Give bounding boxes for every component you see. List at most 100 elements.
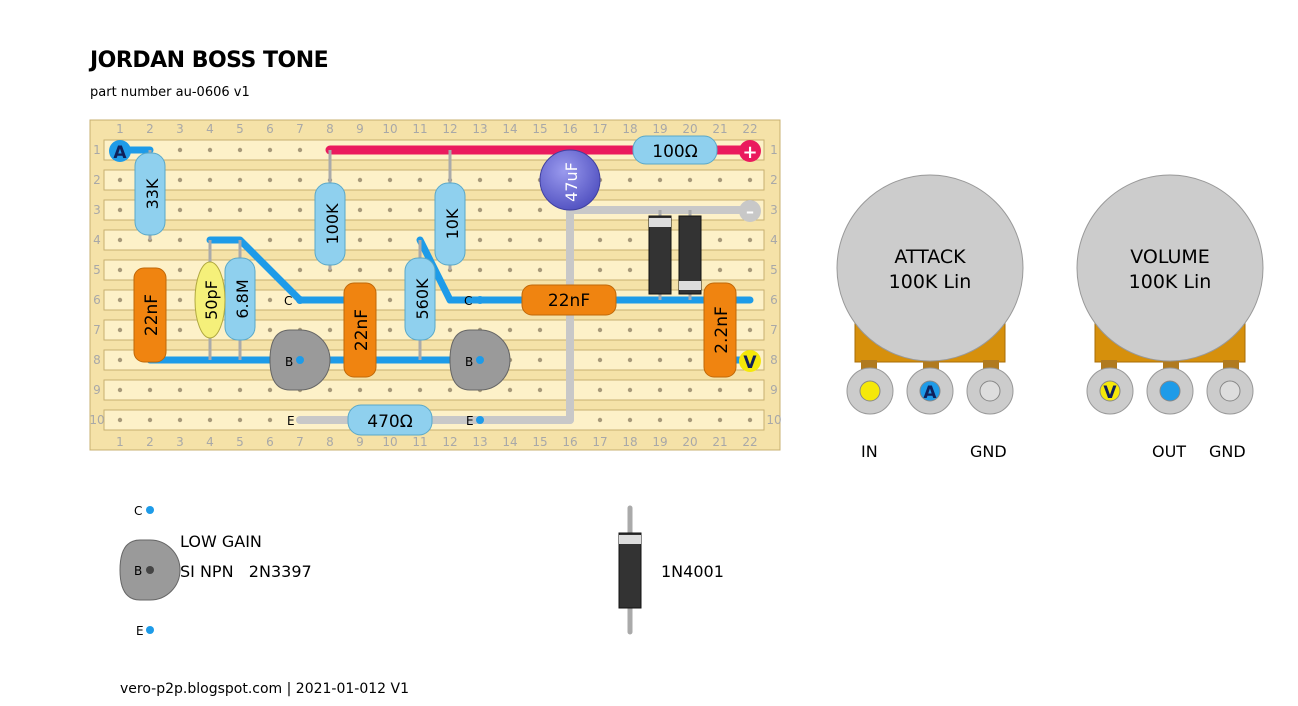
- board-hole: [537, 207, 543, 213]
- board-hole: [717, 177, 723, 183]
- board-hole: [537, 357, 543, 363]
- board-hole: [387, 177, 393, 183]
- column-number: 4: [206, 122, 214, 136]
- board-hole: [747, 267, 753, 273]
- board-hole: [177, 297, 183, 303]
- board-hole: [447, 327, 453, 333]
- board-hole: [237, 387, 243, 393]
- q2-emitter-label: E: [466, 414, 474, 428]
- board-hole: [597, 237, 603, 243]
- column-number: 18: [622, 435, 637, 449]
- pot-attack: ATTACK 100K Lin A: [836, 174, 1024, 415]
- board-hole: [327, 387, 333, 393]
- board-hole: [177, 237, 183, 243]
- board-hole: [267, 387, 273, 393]
- board-hole: [507, 237, 513, 243]
- row-number: 1: [93, 143, 101, 157]
- column-number: 17: [592, 122, 607, 136]
- board-hole: [717, 387, 723, 393]
- board-hole: [627, 177, 633, 183]
- row-number: 6: [770, 293, 778, 307]
- board-hole: [627, 357, 633, 363]
- board-hole: [207, 387, 213, 393]
- capacitor-22nf-right: 22nF: [521, 284, 617, 316]
- capacitor-22nf-left-label: 22nF: [142, 294, 162, 336]
- column-number: 15: [532, 122, 547, 136]
- column-number: 1: [116, 122, 124, 136]
- column-number: 9: [356, 122, 364, 136]
- row-number: 2: [93, 173, 101, 187]
- board-hole: [687, 327, 693, 333]
- column-number: 5: [236, 435, 244, 449]
- board-hole: [627, 237, 633, 243]
- column-number: 2: [146, 122, 154, 136]
- column-number: 1: [116, 435, 124, 449]
- row-number: 8: [93, 353, 101, 367]
- row-number: 6: [93, 293, 101, 307]
- row-number: 3: [770, 203, 778, 217]
- board-hole: [117, 267, 123, 273]
- resistor-100k-label: 100K: [323, 203, 342, 245]
- column-number: 17: [592, 435, 607, 449]
- board-hole: [597, 327, 603, 333]
- board-hole: [657, 177, 663, 183]
- column-number: 12: [442, 122, 457, 136]
- diode-left: [648, 215, 672, 295]
- board-hole: [357, 177, 363, 183]
- legend-collector-label: C: [134, 504, 142, 518]
- board-hole: [177, 207, 183, 213]
- board-hole: [477, 177, 483, 183]
- resistor-470: 470Ω: [347, 404, 433, 436]
- board-hole: [207, 147, 213, 153]
- board-hole: [687, 177, 693, 183]
- pot-volume: VOLUME 100K Lin V: [1076, 174, 1264, 415]
- resistor-6m8: 6.8M: [224, 257, 256, 341]
- board-hole: [687, 357, 693, 363]
- board-hole: [297, 207, 303, 213]
- legend-base-label: B: [134, 564, 142, 578]
- row-number: 7: [93, 323, 101, 337]
- board-hole: [177, 417, 183, 423]
- board-hole: [507, 327, 513, 333]
- row-number: 4: [770, 233, 778, 247]
- column-number: 10: [382, 435, 397, 449]
- svg-text:V: V: [743, 353, 757, 373]
- board-hole: [117, 387, 123, 393]
- capacitor-47uf: 47uF: [539, 149, 601, 211]
- row-number: 3: [93, 203, 101, 217]
- board-hole: [387, 327, 393, 333]
- column-number: 19: [652, 122, 667, 136]
- board-hole: [747, 417, 753, 423]
- board-hole: [117, 327, 123, 333]
- board-hole: [237, 147, 243, 153]
- resistor-100: 100Ω: [632, 135, 718, 165]
- q1-collector-label: C: [284, 294, 292, 308]
- board-hole: [747, 237, 753, 243]
- board-hole: [327, 327, 333, 333]
- column-number: 22: [742, 122, 757, 136]
- legend-diode: [618, 505, 642, 635]
- board-hole: [387, 207, 393, 213]
- page-subtitle: part number au-0606 v1: [90, 85, 250, 100]
- resistor-100k: 100K: [314, 182, 346, 266]
- pot-volume-lug-out-label: OUT: [1152, 442, 1187, 461]
- column-number: 22: [742, 435, 757, 449]
- board-hole: [267, 207, 273, 213]
- column-number: 8: [326, 122, 334, 136]
- column-number: 14: [502, 122, 517, 136]
- board-hole: [597, 357, 603, 363]
- row-number: 10: [89, 413, 104, 427]
- q2-collector-label: C: [464, 294, 472, 308]
- svg-text:V: V: [1103, 383, 1117, 403]
- row-number: 9: [93, 383, 101, 397]
- diode-right: [678, 215, 702, 295]
- board-hole: [477, 207, 483, 213]
- legend-transistor-gain: LOW GAIN: [180, 532, 262, 551]
- capacitor-22nf-mid-label: 22nF: [352, 309, 372, 351]
- column-number: 6: [266, 122, 274, 136]
- svg-text:–: –: [746, 202, 754, 221]
- board-hole: [717, 237, 723, 243]
- column-number: 21: [712, 122, 727, 136]
